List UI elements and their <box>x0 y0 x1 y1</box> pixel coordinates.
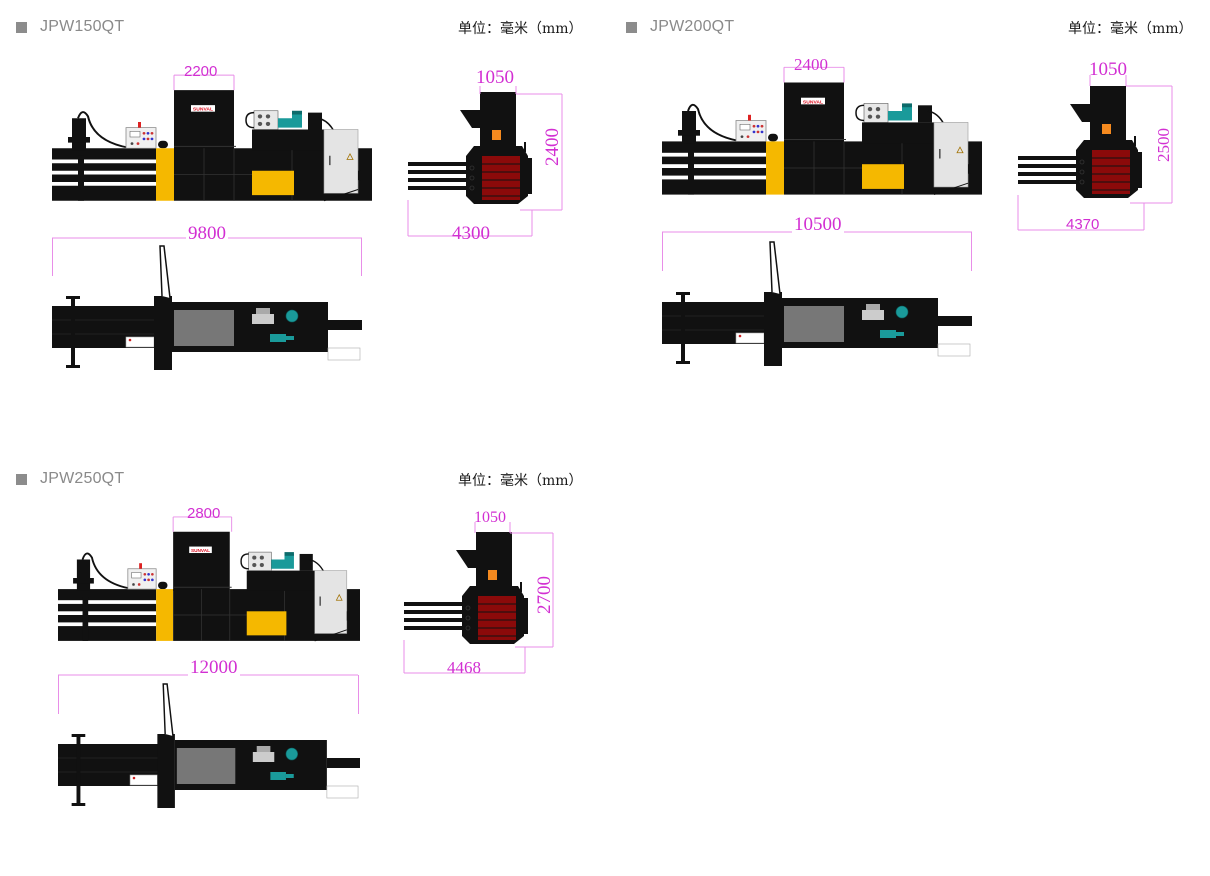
top-view-drawing <box>662 236 972 366</box>
dimension-side-depth: 4468 <box>447 658 481 677</box>
model-name: JPW150QT <box>40 18 125 35</box>
bullet-square-icon <box>16 473 27 485</box>
dimension-side-height: 2400 <box>542 128 563 166</box>
top-view-drawing <box>58 678 360 808</box>
side-view-dimension-lines <box>403 522 554 674</box>
side-view-dimension-lines <box>407 86 563 237</box>
model-section-jpw150qt: JPW150QT 单位：毫米（mm） 2200 1050 2400 4300 9… <box>0 0 583 420</box>
dimension-side-width: 1050 <box>476 67 514 88</box>
bullet-square-icon <box>16 21 27 33</box>
dimension-side-width: 1050 <box>1089 59 1127 80</box>
section-header: JPW250QT <box>16 470 124 488</box>
unit-label: 单位：毫米（mm） <box>458 21 583 37</box>
section-header: JPW200QT <box>626 18 734 36</box>
dimension-top-width: 2200 <box>184 63 218 80</box>
unit-label: 单位：毫米（mm） <box>1068 21 1193 37</box>
dimension-side-height: 2700 <box>534 576 555 614</box>
dimension-side-depth: 4300 <box>452 223 490 244</box>
model-name: JPW200QT <box>650 18 735 35</box>
top-view-drawing <box>52 240 362 370</box>
dimension-total-length: 10500 <box>792 214 844 235</box>
section-header: JPW150QT <box>16 18 124 36</box>
unit-label: 单位：毫米（mm） <box>458 473 583 489</box>
model-section-jpw250qt: JPW250QT 单位：毫米（mm） 2800 1050 2700 4468 1… <box>0 452 583 872</box>
dimension-total-length: 12000 <box>188 657 240 678</box>
dimension-side-depth: 4370 <box>1066 216 1100 233</box>
model-name: JPW250QT <box>40 470 125 487</box>
front-view-drawing <box>52 74 372 212</box>
dimension-side-height: 2500 <box>1154 128 1173 162</box>
side-view-dimension-lines <box>1017 75 1173 231</box>
front-view-drawing <box>662 66 982 206</box>
dimension-top-width: 2400 <box>794 55 828 74</box>
dimension-top-width: 2800 <box>187 505 221 522</box>
front-view-drawing <box>58 516 360 652</box>
bullet-square-icon <box>626 21 637 33</box>
dimension-side-width: 1050 <box>474 509 506 526</box>
model-section-jpw200qt: JPW200QT 单位：毫米（mm） 2400 1050 2500 4370 1… <box>610 0 1193 420</box>
dimension-total-length: 9800 <box>186 223 228 244</box>
